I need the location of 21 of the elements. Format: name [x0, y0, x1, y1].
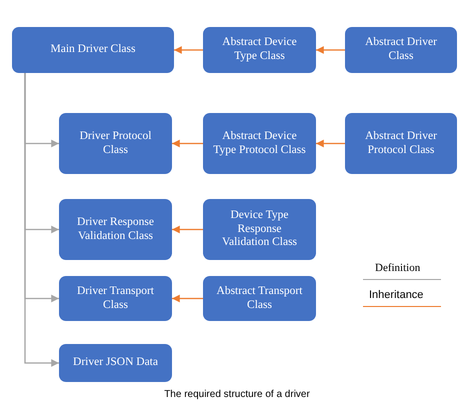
class-box: Abstract Transport Class	[203, 276, 316, 321]
class-box: Driver Protocol Class	[59, 113, 172, 174]
caption: The required structure of a driver	[163, 389, 311, 400]
class-box: Main Driver Class	[12, 27, 174, 73]
class-box: Abstract Driver Class	[345, 27, 457, 73]
class-box: Abstract Device Type Class	[203, 27, 316, 73]
class-box: Driver JSON Data	[59, 344, 172, 382]
class-box: Abstract Driver Protocol Class	[345, 113, 457, 174]
legend-label: Definition	[375, 262, 420, 274]
arrow	[172, 140, 203, 148]
arrow	[172, 294, 203, 302]
class-box: Abstract Device Type Protocol Class	[203, 113, 316, 174]
arrow	[172, 226, 203, 234]
class-box: Device Type Response Validation Class	[203, 199, 316, 260]
legend-label: Inheritance	[369, 289, 424, 301]
class-box: Driver Transport Class	[59, 276, 172, 321]
arrow	[316, 140, 345, 148]
arrow	[174, 46, 203, 54]
class-box: Driver Response Validation Class	[59, 199, 172, 260]
arrow	[316, 46, 345, 54]
arrow	[24, 73, 59, 367]
